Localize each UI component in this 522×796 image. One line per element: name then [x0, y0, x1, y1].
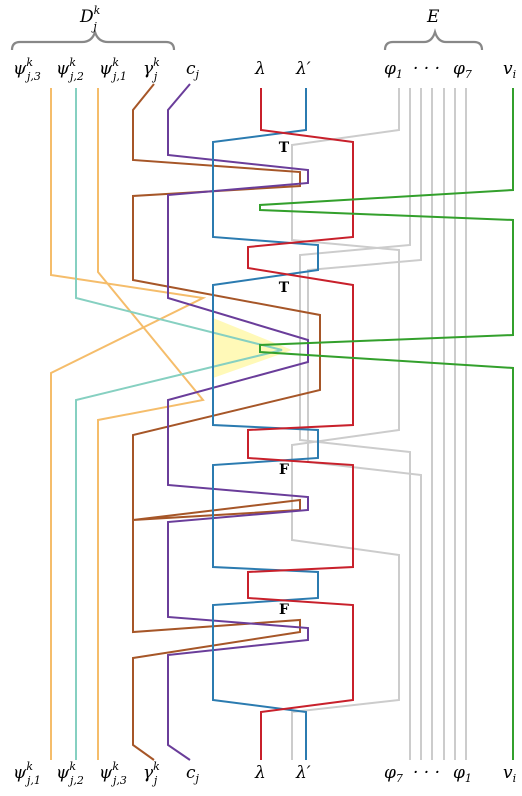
bottom-label-lambda: λ [254, 763, 266, 783]
top-label-lambda: λ [254, 59, 266, 79]
lambda-wire [247, 88, 354, 760]
gadget-label-4: F [279, 602, 289, 618]
phi-wires [291, 88, 467, 760]
phi-wire-1 [291, 88, 400, 760]
brace-d [10, 28, 176, 51]
top-label-c: cj [186, 59, 200, 81]
phi-wire-2 [299, 88, 411, 760]
gamma-wire [132, 83, 321, 761]
brace-e [383, 28, 484, 51]
c-wire [167, 83, 309, 761]
bottom-label-dots: · · · [413, 763, 440, 783]
top-label-dots: · · · [413, 59, 440, 79]
top-label-lambda-prime: λ′ [295, 59, 311, 79]
phi-wire-3 [307, 88, 422, 760]
top-label-phi-first: φ1 [384, 59, 403, 81]
psi-wire-3 [50, 88, 207, 760]
lambda-prime-wire [212, 88, 319, 760]
top-label-v: vi [503, 59, 516, 81]
bottom-label-c: cj [186, 763, 200, 785]
bottom-label-phi-first: φ7 [384, 763, 403, 785]
bottom-label-v: vi [503, 763, 516, 785]
psi-wire-2 [75, 88, 283, 760]
bottom-label-phi-last: φ1 [453, 763, 472, 785]
group-label-e: E [426, 7, 440, 27]
gadget-label-3: F [279, 462, 289, 478]
highlight-triangle [213, 318, 292, 378]
psi-wire-1 [97, 88, 205, 760]
gadget-label-1: T [279, 140, 290, 156]
top-label-phi-last: φ7 [453, 59, 472, 81]
v-wire [259, 88, 514, 760]
gadget-label-2: T [279, 280, 290, 296]
bottom-label-lambda-prime: λ′ [295, 763, 311, 783]
